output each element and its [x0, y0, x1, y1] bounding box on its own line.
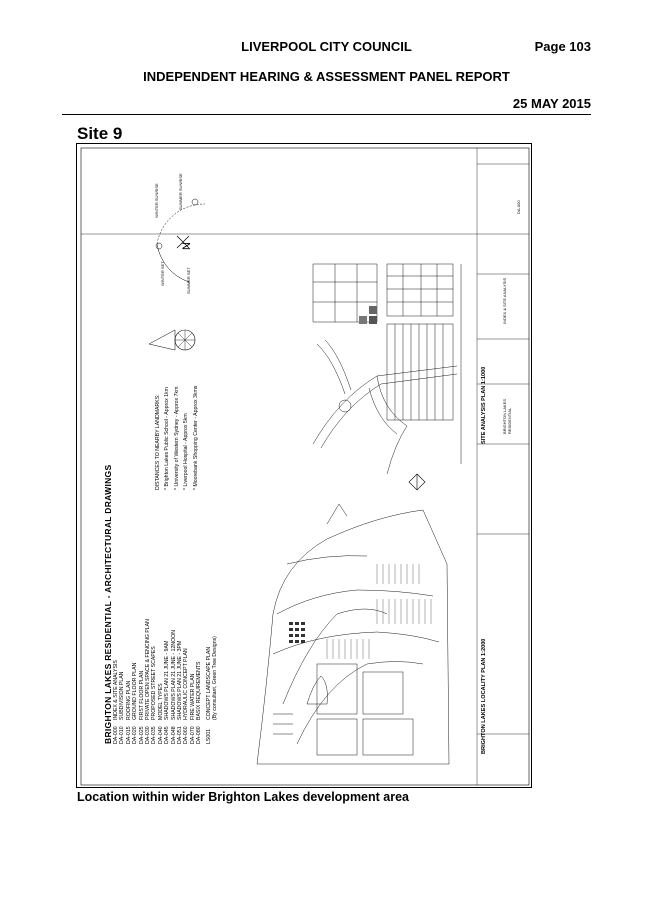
report-title: INDEPENDENT HEARING & ASSESSMENT PANEL R…	[143, 69, 510, 84]
drawing-title: BRIGHTON LAKES RESIDENTIAL - ARCHITECTUR…	[103, 464, 113, 744]
list-item: * Moorebank Shopping Center - Approx 3km…	[192, 385, 199, 490]
report-date: 25 MAY 2015	[512, 96, 591, 111]
distances-title: DISTANCES TO NEARBY LANDMARKS:	[155, 394, 161, 490]
list-item: * Brighton Lakes Public School - Approx …	[164, 387, 171, 490]
site-analysis-plan-label: SITE ANALYSIS PLAN 1:1000	[481, 366, 487, 444]
list-item: * Liverpool Hospital - Approx 5km	[183, 413, 190, 490]
page-number: Page 103	[534, 39, 591, 54]
figure-caption: Location within wider Brighton Lakes dev…	[77, 790, 410, 804]
site-title: Site 9	[77, 124, 123, 143]
winter-sunrise-label: WINTER SUNRISE	[154, 183, 159, 218]
distances-block: DISTANCES TO NEARBY LANDMARKS: * Brighto…	[155, 386, 199, 490]
winter-set-label: WINTER SET	[160, 261, 165, 286]
drawing-linework	[80, 147, 530, 786]
header-rule	[62, 114, 591, 115]
titleblock-project: BRIGHTON LAKES RESIDENTIAL	[502, 398, 512, 434]
titleblock-sheet-number: DA-000	[516, 200, 521, 214]
list-item: DA-080BASIX REQUIREMENTS	[196, 661, 203, 744]
architectural-drawing: BRIGHTON LAKES RESIDENTIAL - ARCHITECTUR…	[76, 143, 532, 788]
sheet-index-list: DA-000INDEX & SITE ANALYSIS DA-010SUBDIV…	[113, 619, 219, 744]
list-item: * University of Western Sydney - Approx …	[173, 386, 180, 490]
locality-plan-label: BRIGHTON LAKES LOCALITY PLAN 1:2000	[481, 638, 487, 754]
list-item: (By consultant, Green Tree Designs)	[212, 636, 219, 720]
summer-sunrise-label: SUMMER SUNRISE	[178, 173, 183, 210]
summer-set-label: SUMMER SET	[186, 267, 191, 294]
north-arrow-icon: N	[181, 242, 193, 250]
report-header-council: LIVERPOOL CITY COUNCIL	[241, 39, 412, 54]
titleblock-sheet-title: INDEX & SITE ANALYSIS	[502, 277, 507, 324]
